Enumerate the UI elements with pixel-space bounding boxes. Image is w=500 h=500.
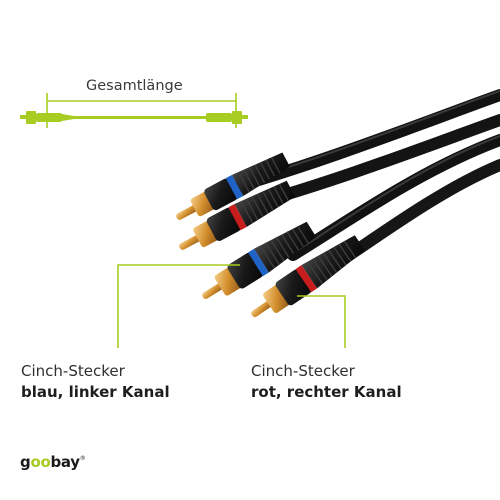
- right-plug-caption: Cinch-Stecker rot, rechter Kanal: [251, 364, 402, 400]
- callout-line-right: [297, 295, 346, 348]
- total-length-label: Gesamtlänge: [86, 78, 183, 94]
- rca-plug-blue-top: [176, 152, 290, 220]
- rca-plug-red-top: [179, 180, 296, 250]
- callout-line-left: [117, 264, 240, 348]
- right-plug-caption-detail: rot, rechter Kanal: [251, 383, 402, 401]
- brand-logo-prefix: g: [20, 453, 31, 471]
- brand-logo: goobay®: [20, 453, 86, 471]
- registered-mark: ®: [79, 455, 86, 462]
- cable-icon: [20, 111, 248, 124]
- brand-logo-suffix: bay: [50, 453, 80, 471]
- left-plug-caption-detail: blau, linker Kanal: [21, 383, 170, 401]
- callout-lines: [117, 264, 346, 348]
- rca-plug-blue-bottom: [202, 221, 317, 300]
- rca-plug-red-bottom: [251, 235, 365, 318]
- left-plug-caption: Cinch-Stecker blau, linker Kanal: [21, 364, 170, 400]
- right-plug-caption-title: Cinch-Stecker: [251, 362, 355, 380]
- left-plug-caption-title: Cinch-Stecker: [21, 362, 125, 380]
- brand-logo-oo: oo: [30, 453, 51, 471]
- total-length-diagram: [20, 93, 248, 128]
